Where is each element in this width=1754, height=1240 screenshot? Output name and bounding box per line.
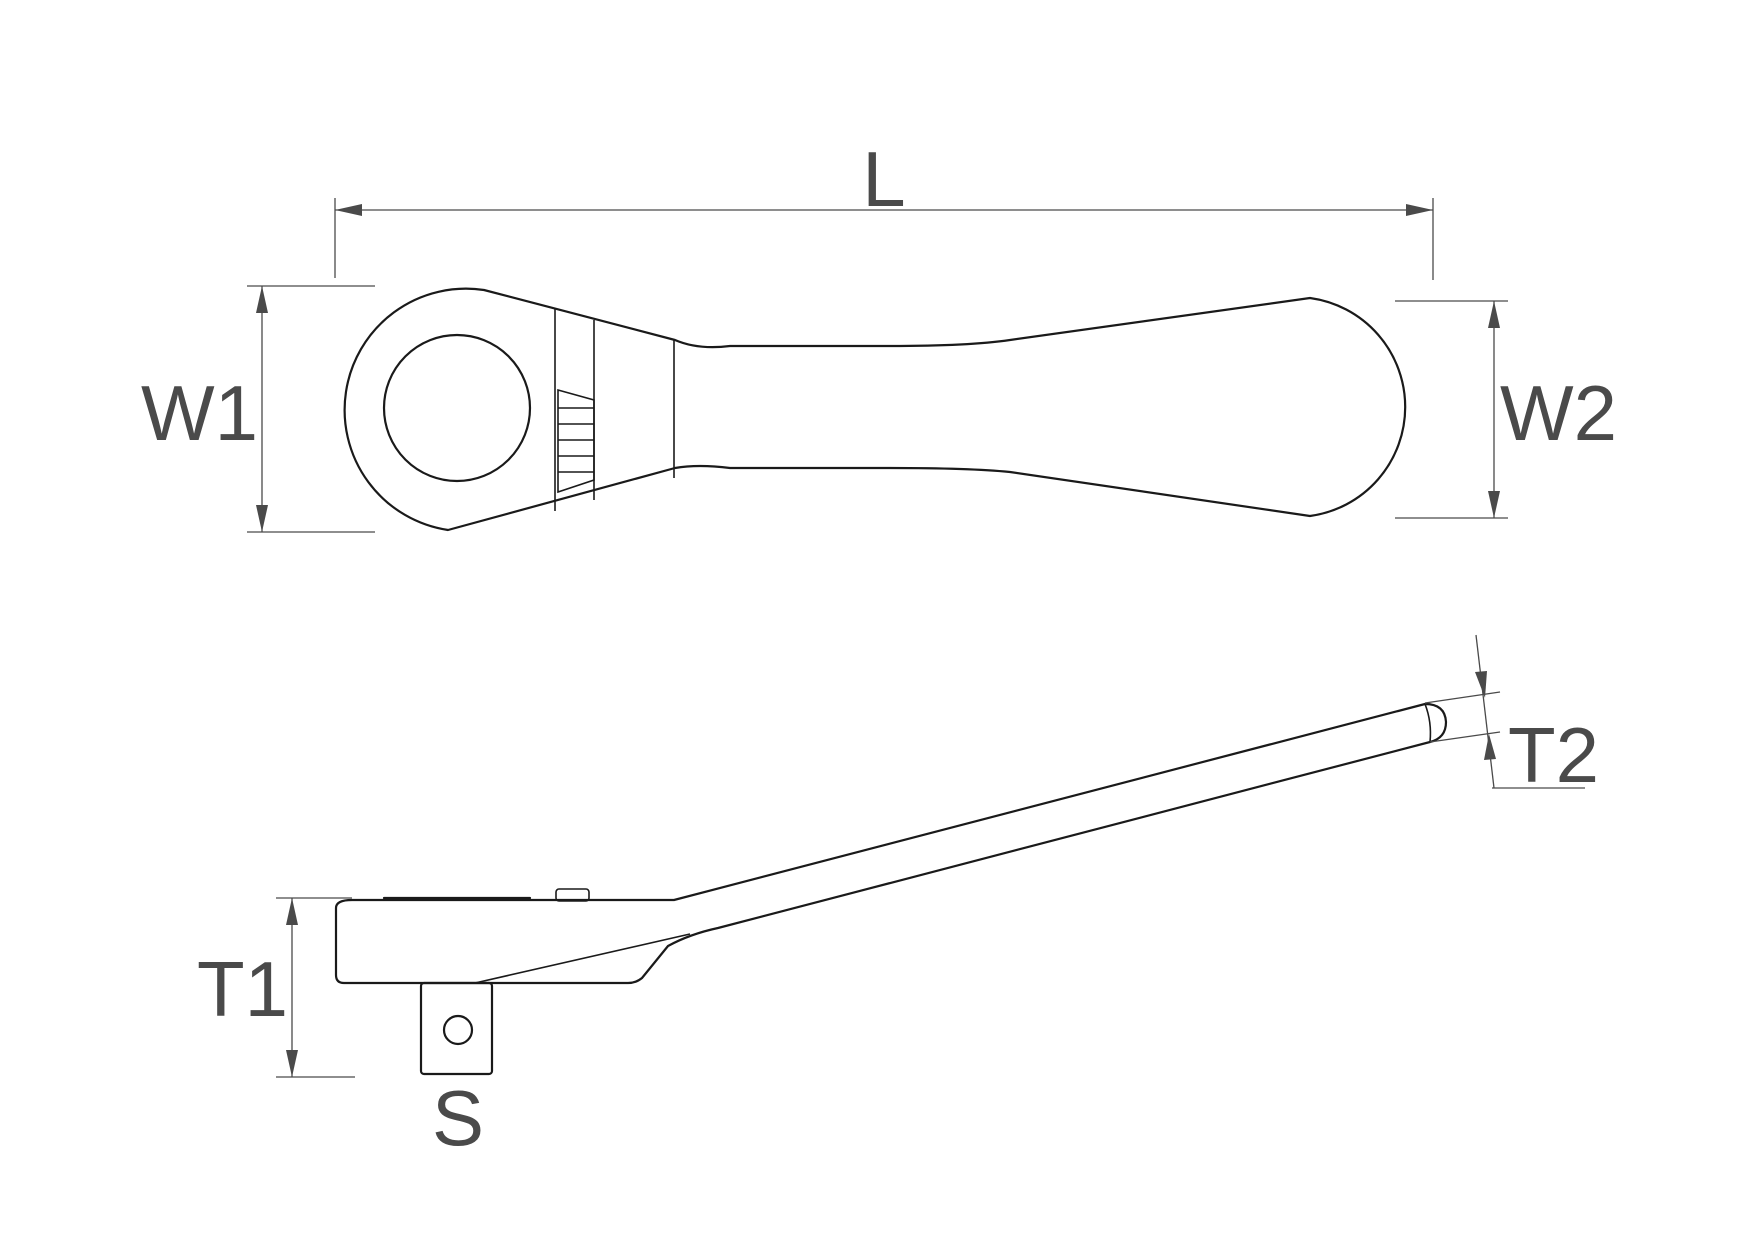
label-T2: T2 [1508,711,1599,799]
side-profile-outline [334,702,1448,985]
reversing-lever-outline [557,388,595,494]
dimension-T1: T1 [197,897,355,1078]
handle-end-cap [1424,703,1432,743]
socket-bore [382,333,532,483]
side-reversing-lever [555,888,590,902]
square-drive [419,981,494,1076]
label-L: L [862,135,905,223]
label-S: S [432,1074,484,1162]
handle-lower-line [474,933,691,984]
top-view [343,287,1407,532]
detent-ball [442,1014,474,1046]
reversing-lever-knurl [558,407,594,473]
dimension-W2: W2 [1395,300,1617,519]
label-W1: W1 [141,369,258,457]
side-view [334,702,1448,1076]
dimension-L: L [334,135,1434,280]
head-outer-outline [343,287,1407,532]
label-W2: W2 [1500,369,1617,457]
dimension-T2: T2 [1424,634,1599,799]
dimension-W1: W1 [141,285,375,533]
label-T1: T1 [197,945,288,1033]
